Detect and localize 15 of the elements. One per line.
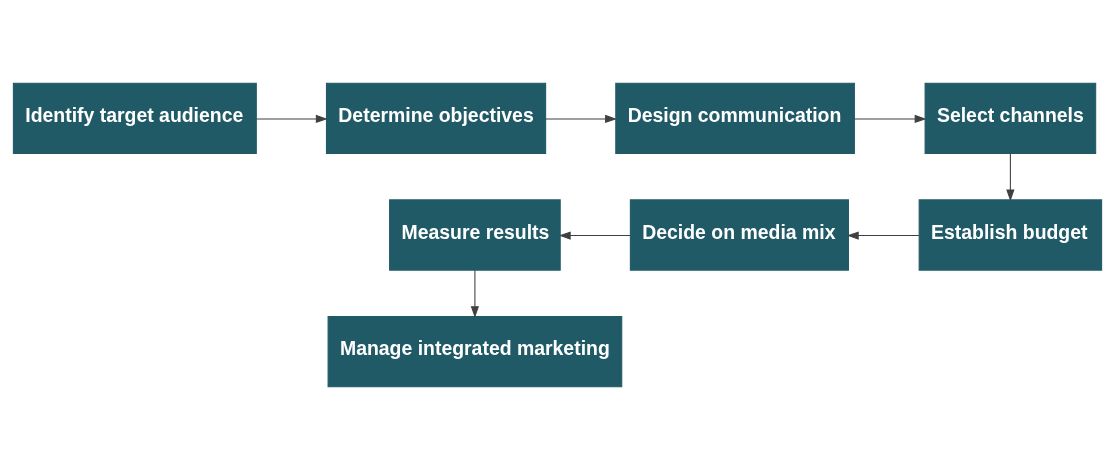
arrow (255, 114, 328, 123)
node-box: Manage integrated marketing (327, 315, 623, 387)
arrow (558, 230, 631, 240)
node-box: Decide on media mix (629, 198, 849, 271)
node-box: Identify target audience (12, 82, 257, 154)
arrow (846, 230, 920, 240)
node-box: Establish budget (918, 198, 1103, 271)
node-box: Design communication (615, 82, 855, 154)
arrow (470, 269, 480, 318)
node-box: Select channels (924, 82, 1097, 154)
arrow (854, 114, 927, 123)
arrow (1006, 152, 1015, 201)
arrow (545, 114, 617, 123)
node-box: Measure results (389, 198, 561, 271)
node-box: Determine objectives (325, 82, 547, 154)
